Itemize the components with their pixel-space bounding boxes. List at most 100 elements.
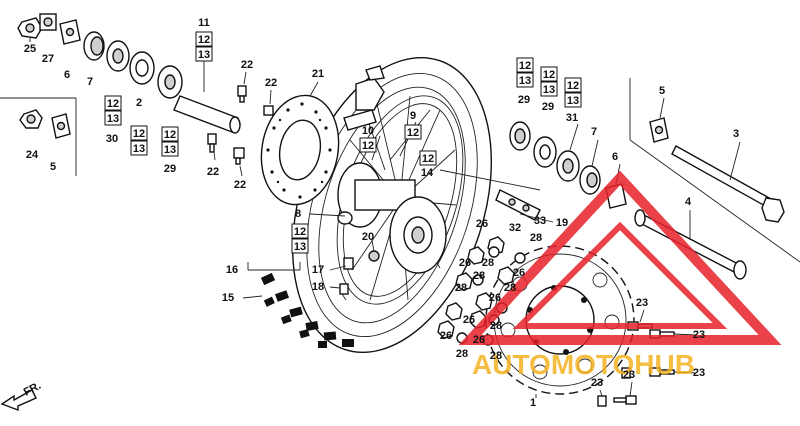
right-side-parts: [509, 117, 669, 209]
part-label-28d: 28: [455, 282, 467, 294]
disc-bolts: [207, 85, 274, 165]
part-label-2: 2: [136, 97, 142, 109]
part-label-18: 18: [312, 281, 324, 293]
boxed-label-text: 13: [519, 75, 531, 87]
watermark-text: AUTOMOTOHUB: [472, 349, 695, 380]
boxed-label-text: 12: [519, 60, 531, 72]
part-label-32: 32: [509, 222, 521, 234]
boxed-label-text: 12: [422, 153, 434, 165]
boxed-label-b10: 12: [359, 137, 377, 153]
boxed-label-text: 13: [543, 84, 555, 96]
part-label-23a: 23: [636, 297, 648, 309]
part-label-23d: 23: [623, 369, 635, 381]
boxed-label-frame: [359, 137, 377, 153]
part-label-20: 20: [362, 231, 374, 243]
boxed-label-text: 12: [567, 80, 579, 92]
boxed-label-text: 13: [294, 241, 306, 253]
boxed-label-text: 13: [107, 113, 119, 125]
part-label-25: 25: [24, 43, 36, 55]
boxed-label-frame: [564, 77, 582, 93]
part-label-28h: 28: [490, 350, 502, 362]
part-label-29c: 29: [542, 101, 554, 113]
part-label-28f: 28: [490, 320, 502, 332]
part-label-31: 31: [566, 112, 578, 124]
boxed-label-text: 12: [198, 34, 210, 46]
boxed-label-text: 13: [133, 143, 145, 155]
part-label-6a: 6: [64, 69, 70, 81]
part-label-22c: 22: [207, 166, 219, 178]
boxed-label-frame: [540, 81, 558, 97]
part-label-28b: 28: [482, 257, 494, 269]
rear-axle: [671, 145, 785, 223]
boxed-label-frame: [291, 223, 309, 239]
part-label-23e: 23: [591, 377, 603, 389]
boxed-label-frame: [104, 95, 122, 111]
part-label-30: 30: [106, 133, 118, 145]
watermark-logo: AUTOMOTOHUB: [458, 170, 782, 380]
part-label-1: 1: [530, 397, 536, 409]
part-label-28c: 28: [473, 270, 485, 282]
boxed-label-text: 12: [543, 69, 555, 81]
part-label-14: 14: [421, 167, 434, 179]
boxed-label-frame: [564, 92, 582, 108]
boxed-label-text: 13: [567, 95, 579, 107]
rim-band-valve: [339, 250, 380, 301]
part-label-28a: 28: [530, 232, 542, 244]
part-label-29a: 29: [164, 163, 176, 175]
part-label-19: 19: [556, 217, 568, 229]
part-label-15: 15: [222, 292, 234, 304]
part-label-23b: 23: [693, 329, 705, 341]
part-label-8: 8: [295, 208, 301, 220]
boxed-label-frame: [516, 72, 534, 88]
part-label-22a: 22: [241, 59, 253, 71]
part-label-16: 16: [226, 264, 238, 276]
part-label-26b: 26: [459, 257, 471, 269]
boxed-label-frame: [540, 66, 558, 82]
boxed-label-frame: [516, 57, 534, 73]
boxed-label-frame: [195, 31, 213, 47]
sprocket-spacer: [634, 209, 747, 280]
part-label-33: 33: [534, 215, 546, 227]
part-label-29b: 29: [518, 94, 530, 106]
part-label-7b: 7: [591, 126, 597, 138]
part-label-26f: 26: [440, 330, 452, 342]
part-label-26a: 26: [476, 218, 488, 230]
boxed-label-text: 13: [198, 49, 210, 61]
boxed-label-frame: [130, 125, 148, 141]
boxed-label-text: 12: [107, 98, 119, 110]
part-label-28e: 28: [504, 282, 516, 294]
part-label-28g: 28: [456, 348, 468, 360]
boxed-label-b14: 12: [419, 150, 437, 166]
part-label-26c: 26: [513, 267, 525, 279]
part-label-23c: 23: [693, 367, 705, 379]
boxed-label-text: 13: [164, 144, 176, 156]
part-label-3: 3: [733, 128, 739, 140]
part-label-9: 9: [410, 110, 416, 122]
part-label-4: 4: [685, 196, 692, 208]
boxed-label-frame: [104, 110, 122, 126]
part-label-26g: 26: [473, 334, 485, 346]
boxed-label-frame: [195, 46, 213, 62]
left-side-parts: [17, 13, 183, 139]
boxed-label-text: 12: [362, 140, 374, 152]
front-direction-arrow: FR.: [0, 380, 43, 412]
part-label-5a: 5: [50, 161, 56, 173]
part-label-27: 27: [42, 53, 54, 65]
boxed-label-text: 12: [164, 129, 176, 141]
part-label-24: 24: [26, 149, 39, 161]
chain-adjuster: [495, 189, 541, 221]
leader-lines: [0, 32, 800, 398]
part-label-22b: 22: [265, 77, 277, 89]
part-label-21: 21: [312, 68, 324, 80]
part-label-5b: 5: [659, 85, 665, 97]
